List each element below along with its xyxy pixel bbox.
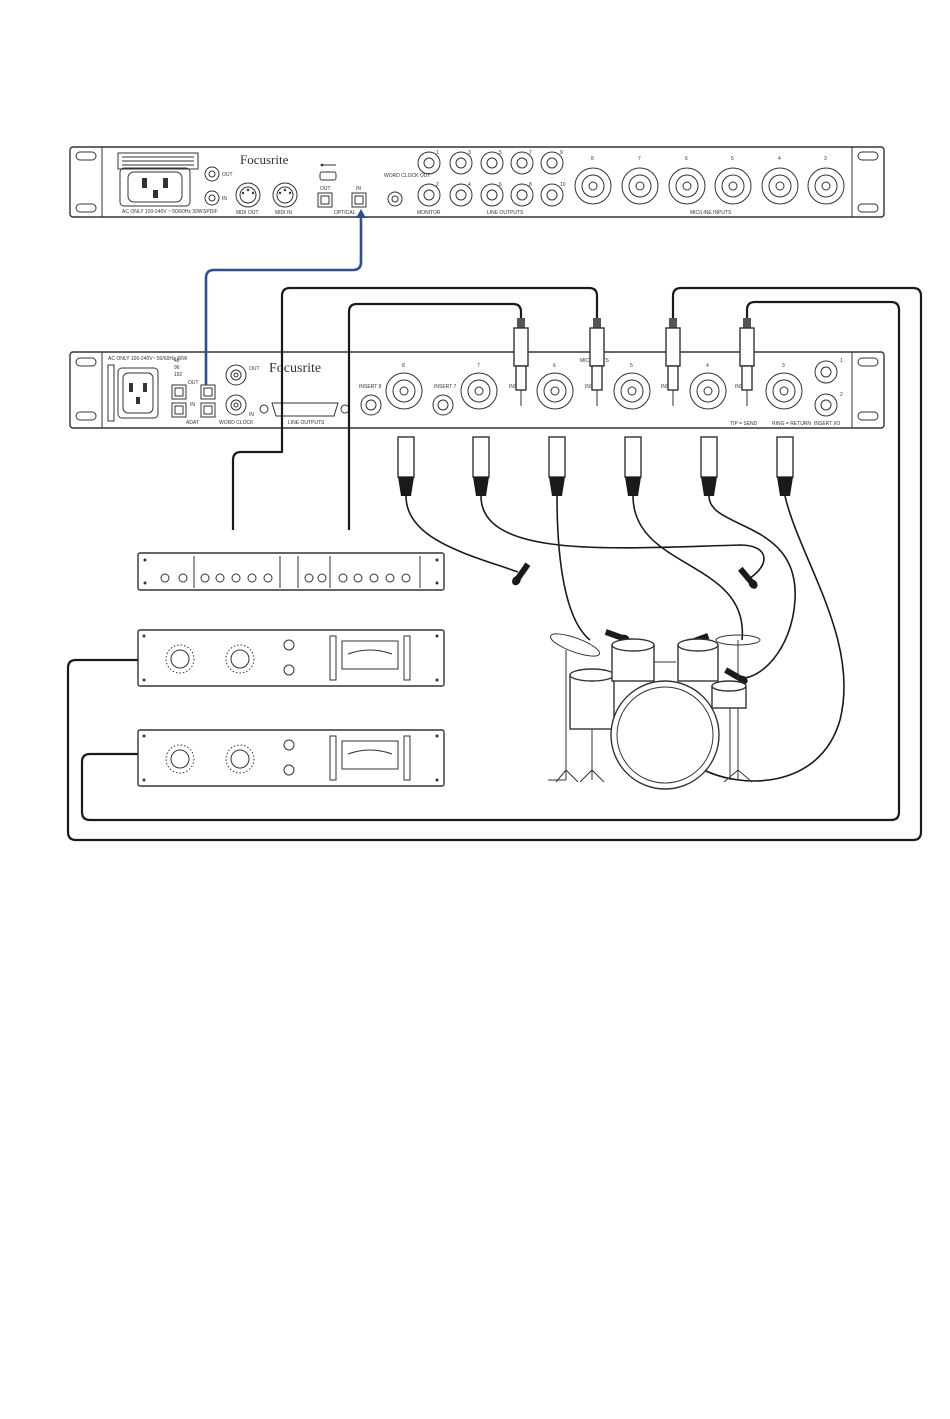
line-output-jacks <box>417 151 564 207</box>
second-brand-logo: Focusrite <box>269 361 321 376</box>
top-line-outputs-label: LINE OUTPUTS <box>487 210 524 216</box>
top-input-num-5: 5 <box>731 156 734 162</box>
insert-cable-8-6 <box>347 302 523 530</box>
second-xlr-inputs <box>385 372 803 410</box>
spdif-label: SPDIF <box>203 209 218 215</box>
second-word-clock-bnc <box>225 364 247 416</box>
line-out-num-10: 10 <box>560 182 566 188</box>
word-clock-bnc <box>387 191 403 207</box>
top-brand-logo: Focusrite <box>240 152 289 167</box>
adat-in-label: IN <box>190 402 195 408</box>
midi-out-label: MIDI OUT <box>236 210 259 216</box>
ch-num-7: 7 <box>477 363 480 369</box>
usb-icon <box>319 163 337 181</box>
optical-in-label: IN <box>356 186 361 192</box>
line-out-num-3: 3 <box>468 150 471 156</box>
sr-48-label: 48 <box>174 358 180 364</box>
outboard-compressor-1 <box>137 629 445 687</box>
xlr-plug-icons <box>397 436 794 496</box>
right-jack-num-1: 1 <box>840 358 843 364</box>
line-out-num-2: 2 <box>436 182 439 188</box>
optical-in-port <box>351 192 367 208</box>
line-out-num-9: 9 <box>560 150 563 156</box>
spdif-in-label: IN <box>222 196 227 202</box>
drum-kit-icon <box>548 633 761 790</box>
line-out-num-7: 7 <box>529 150 532 156</box>
sr-192-label: 192 <box>174 372 183 378</box>
power-socket-icon <box>119 167 191 207</box>
ch-num-6: 6 <box>553 363 556 369</box>
top-power-label: AC ONLY 100-240V ~ 50/60Hz 30W <box>122 209 203 215</box>
second-power-socket-icon <box>117 367 159 419</box>
insert-jacks <box>360 394 454 416</box>
second-power-label: AC ONLY 100-240V~ 50/60Hz 30W <box>108 356 187 362</box>
adat-out-label: OUT <box>188 380 199 386</box>
ch-num-8: 8 <box>402 363 405 369</box>
top-input-num-7: 7 <box>638 156 641 162</box>
top-mic-line-combo-inputs <box>574 167 845 205</box>
insert-cable-4-return <box>66 286 923 842</box>
optical-out-label: OUT <box>320 186 331 192</box>
tip-send-label: TIP = SEND <box>730 421 758 427</box>
mic-cables <box>405 495 845 782</box>
line-out-num-8: 8 <box>529 182 532 188</box>
sr-96-label: 96 <box>174 365 180 371</box>
monitor-label: MONITOR <box>417 210 441 216</box>
outboard-eq-unit <box>137 552 445 591</box>
outboard-compressor-2 <box>137 729 445 787</box>
ch-num-3: 3 <box>782 363 785 369</box>
adat-label: ADAT <box>186 420 199 426</box>
ch-num-4: 4 <box>706 363 709 369</box>
line-out-num-5: 5 <box>499 150 502 156</box>
optical-label: OPTICAL <box>334 210 356 216</box>
top-word-clock-label: WORD CLOCK OUT <box>384 173 430 179</box>
spdif-out-label: OUT <box>222 172 233 178</box>
second-unit: AC ONLY 100-240V~ 50/60Hz 30W 48 96 192 … <box>69 351 885 429</box>
insert-8-label: INSERT 8 <box>359 384 382 390</box>
top-input-num-6: 6 <box>685 156 688 162</box>
top-interface-unit: AC ONLY 100-240V ~ 50/60Hz 30W OUT IN SP… <box>69 146 885 218</box>
optical-cable <box>204 212 363 385</box>
word-clock-in-label: IN <box>249 412 254 418</box>
midi-in-label: MIDI IN <box>275 210 292 216</box>
spdif-connectors <box>204 166 220 206</box>
right-insert-jacks <box>814 360 838 417</box>
top-input-num-8: 8 <box>591 156 594 162</box>
mic-line-inputs-label: MIC/LINE INPUTS <box>690 210 732 216</box>
second-line-outputs-label: LINE OUTPUTS <box>288 420 325 426</box>
db25-line-outputs <box>259 402 350 417</box>
line-out-num-6: 6 <box>499 182 502 188</box>
ch-num-5: 5 <box>630 363 633 369</box>
insert-io-label: INSERT I/O <box>814 421 840 427</box>
midi-in-connector <box>272 182 298 208</box>
trs-plug-icons <box>513 318 755 406</box>
ring-return-label: RING = RETURN <box>772 421 811 427</box>
adat-ports <box>171 384 216 418</box>
insert-cable-3-return <box>80 300 901 822</box>
second-word-clock-label: WORD CLOCK <box>219 420 254 426</box>
line-out-num-4: 4 <box>468 182 471 188</box>
right-jack-num-2: 2 <box>840 392 843 398</box>
top-input-num-3: 3 <box>824 156 827 162</box>
optical-out-port <box>317 192 333 208</box>
insert-7-label: INSERT 7 <box>434 384 457 390</box>
insert-cable-6-5 <box>231 286 599 530</box>
top-input-num-4: 4 <box>778 156 781 162</box>
midi-out-connector <box>235 182 261 208</box>
word-clock-out-label: OUT <box>249 366 260 372</box>
optical-arrow-icon <box>356 209 366 218</box>
line-out-num-1: 1 <box>436 150 439 156</box>
